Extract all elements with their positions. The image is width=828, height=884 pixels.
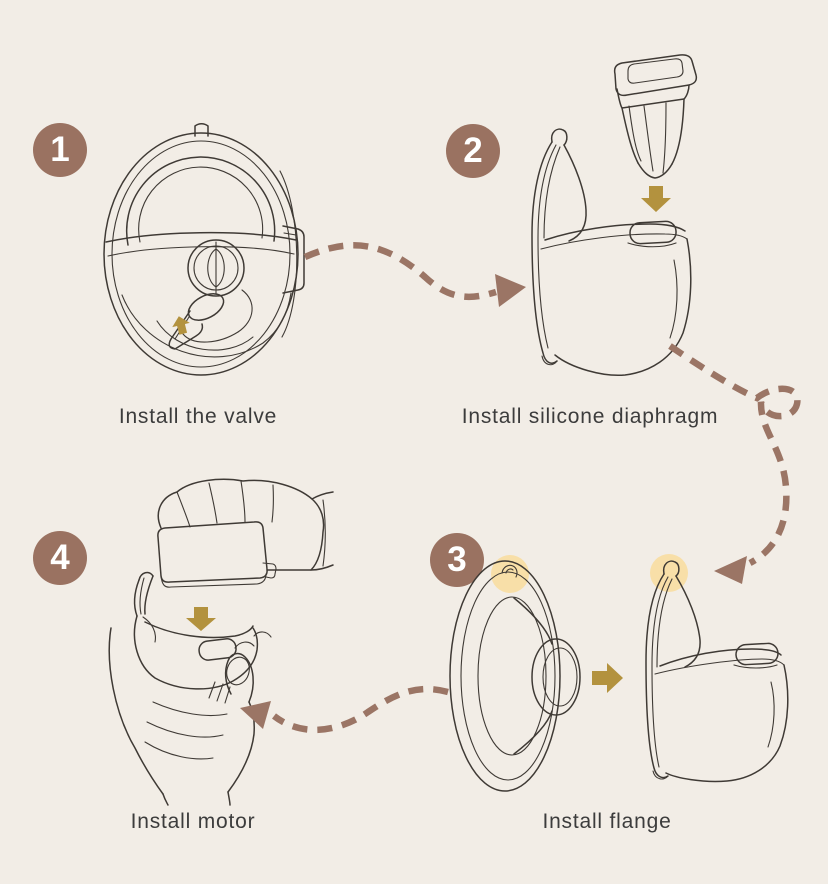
assembled-pump-side-drawing [645,560,789,783]
step-2-number: 2 [463,130,483,170]
step-1-caption: Install the valve [118,405,278,428]
gold-up-arrow-icon [172,316,190,335]
step-2-caption: Install silicone diaphragm [461,405,719,428]
step-3-caption: Install flange [542,810,672,833]
pump-cup-front-drawing [103,123,305,376]
step-4-caption: Install motor [130,810,256,833]
step-1-badge: 1 [33,123,87,177]
step-2-badge: 2 [446,124,500,178]
valve-port-drawing [187,239,245,297]
step-1-number: 1 [50,129,70,169]
gold-down-arrow-icon [641,186,671,212]
step-4-number: 4 [50,537,70,577]
hand-holding-motor-drawing [157,478,334,588]
step-3-badge: 3 [430,533,484,587]
flange-drawing [449,560,581,792]
silicone-diaphragm-drawing [613,54,698,179]
hand-holding-cup-drawing [108,571,272,806]
connector-step1-to-step2-arrow [303,242,526,307]
gold-right-arrow-icon [592,663,623,693]
step-1-illustration [103,123,305,376]
step-4-illustration [108,478,334,806]
duckbill-valve-drawing [156,289,254,351]
flange-tab-highlight [491,555,529,593]
step-2-illustration [531,54,698,377]
step-4-badge: 4 [33,531,87,585]
pump-body-side-drawing [531,128,692,377]
gold-down-arrow-icon [186,607,216,631]
step-3-illustration [449,554,789,792]
step-3-number: 3 [447,539,467,579]
